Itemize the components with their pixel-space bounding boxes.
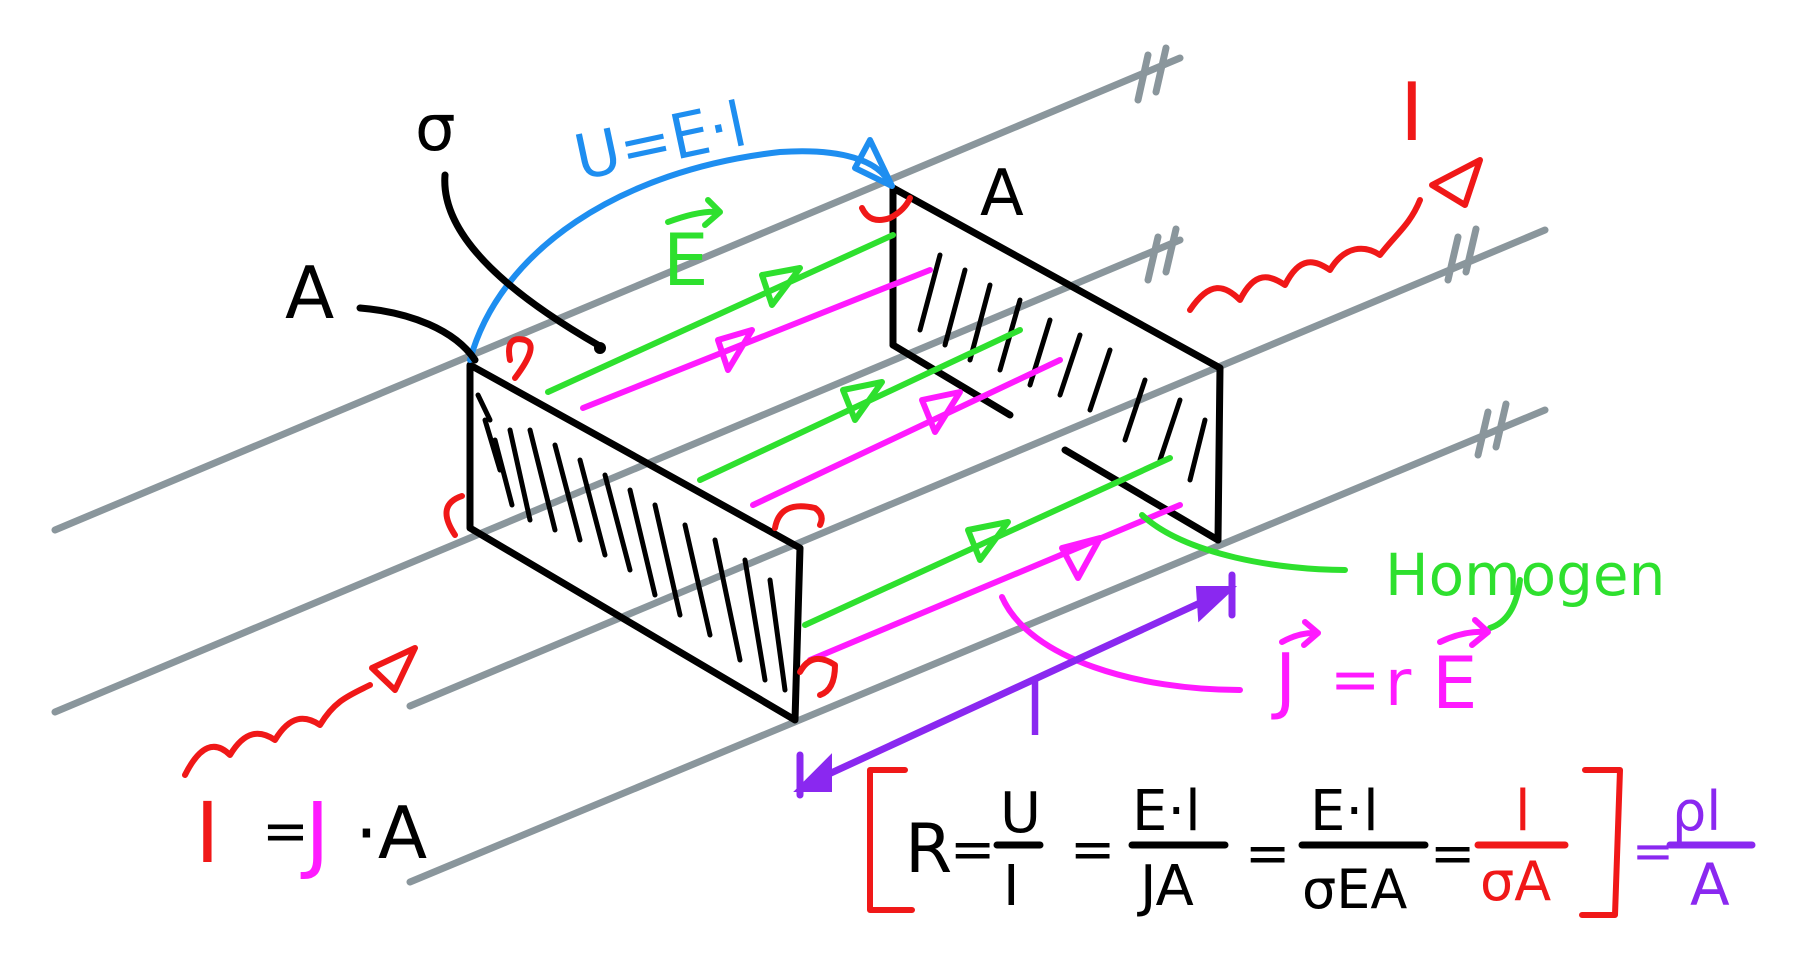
ohm-law-E: E [1432, 641, 1478, 725]
length-arrow [793, 571, 1238, 799]
length-label: l [1025, 668, 1045, 752]
area-label-left: A [285, 251, 334, 335]
vector-mark-E [665, 197, 723, 228]
formula-f4-num: l [1515, 779, 1531, 844]
formula-f2-den: JA [1137, 854, 1194, 919]
formula-f3-den: σEA [1302, 858, 1407, 921]
right-face-hatching [917, 252, 1208, 483]
density-arrowhead [715, 327, 755, 373]
formula-f1-num: U [1000, 781, 1041, 846]
right-angle-marks [443, 195, 913, 698]
sigma-label: σ [415, 92, 456, 166]
ohm-law-J: J [1271, 638, 1296, 722]
formula-f5-num: ρl [1672, 780, 1721, 843]
left-cross-section [466, 361, 804, 724]
formula-eq5: = [1632, 822, 1674, 880]
formula-f2-num: E·l [1132, 779, 1201, 844]
conductor-rails [51, 44, 1549, 886]
current-density-lines [580, 267, 1183, 663]
left-face-hatching [475, 392, 788, 693]
current-arrow-top [1187, 157, 1483, 313]
field-arrowhead [759, 265, 803, 308]
rail-4 [406, 406, 1549, 886]
current-formula: I = J ·A [195, 784, 427, 882]
rail-break-marks [1134, 44, 1510, 459]
formula-f3-num: E·l [1310, 779, 1379, 844]
field-label: E [663, 218, 709, 302]
ohm-law-equals: = [1330, 645, 1380, 715]
ohm-law-label: J = r E [1271, 638, 1478, 725]
current-formula-I: I [195, 784, 220, 882]
density-arrowhead [919, 389, 963, 435]
area-pointer [356, 304, 479, 364]
area-label-right: A [980, 157, 1024, 231]
rail-3 [406, 226, 1549, 710]
homogen-tail [1487, 577, 1523, 631]
current-formula-A: ·A [355, 791, 427, 875]
resistance-formula: R = U I = E·l JA = E·l σEA = l σA = ρl A [905, 779, 1730, 921]
current-formula-J: J [300, 784, 330, 882]
formula-eq4: = [1430, 822, 1475, 885]
formula-R: R [905, 810, 952, 889]
vector-mark-E2 [1437, 617, 1491, 648]
electric-field-lines [545, 232, 1173, 628]
formula-eq2: = [1070, 818, 1115, 881]
right-cross-section [889, 184, 1224, 544]
rail-1 [51, 54, 1184, 534]
field-arrowhead [840, 379, 885, 423]
field-arrowhead [965, 519, 1011, 563]
ohm-law-sigma: r [1385, 647, 1412, 721]
homogen-pointer [1139, 512, 1348, 573]
current-label-top: I [1400, 66, 1424, 159]
formula-eq1: = [950, 818, 995, 881]
current-arrow-bottom [182, 645, 418, 778]
rail-2 [51, 236, 1184, 716]
sigma-pointer [441, 171, 606, 354]
formula-bracket [867, 767, 1623, 918]
density-arrowhead [1059, 535, 1103, 581]
ohm-law-pointer [999, 594, 1243, 693]
formula-f5-den: A [1690, 851, 1730, 919]
formula-f1-den: I [1003, 854, 1020, 919]
vector-mark-J [1279, 619, 1321, 648]
voltage-arrowhead [852, 137, 895, 189]
formula-eq3: = [1245, 822, 1290, 885]
current-formula-equals: = [262, 799, 309, 864]
formula-f4-den: σA [1480, 850, 1551, 913]
homogen-label: Homogen [1385, 541, 1665, 609]
